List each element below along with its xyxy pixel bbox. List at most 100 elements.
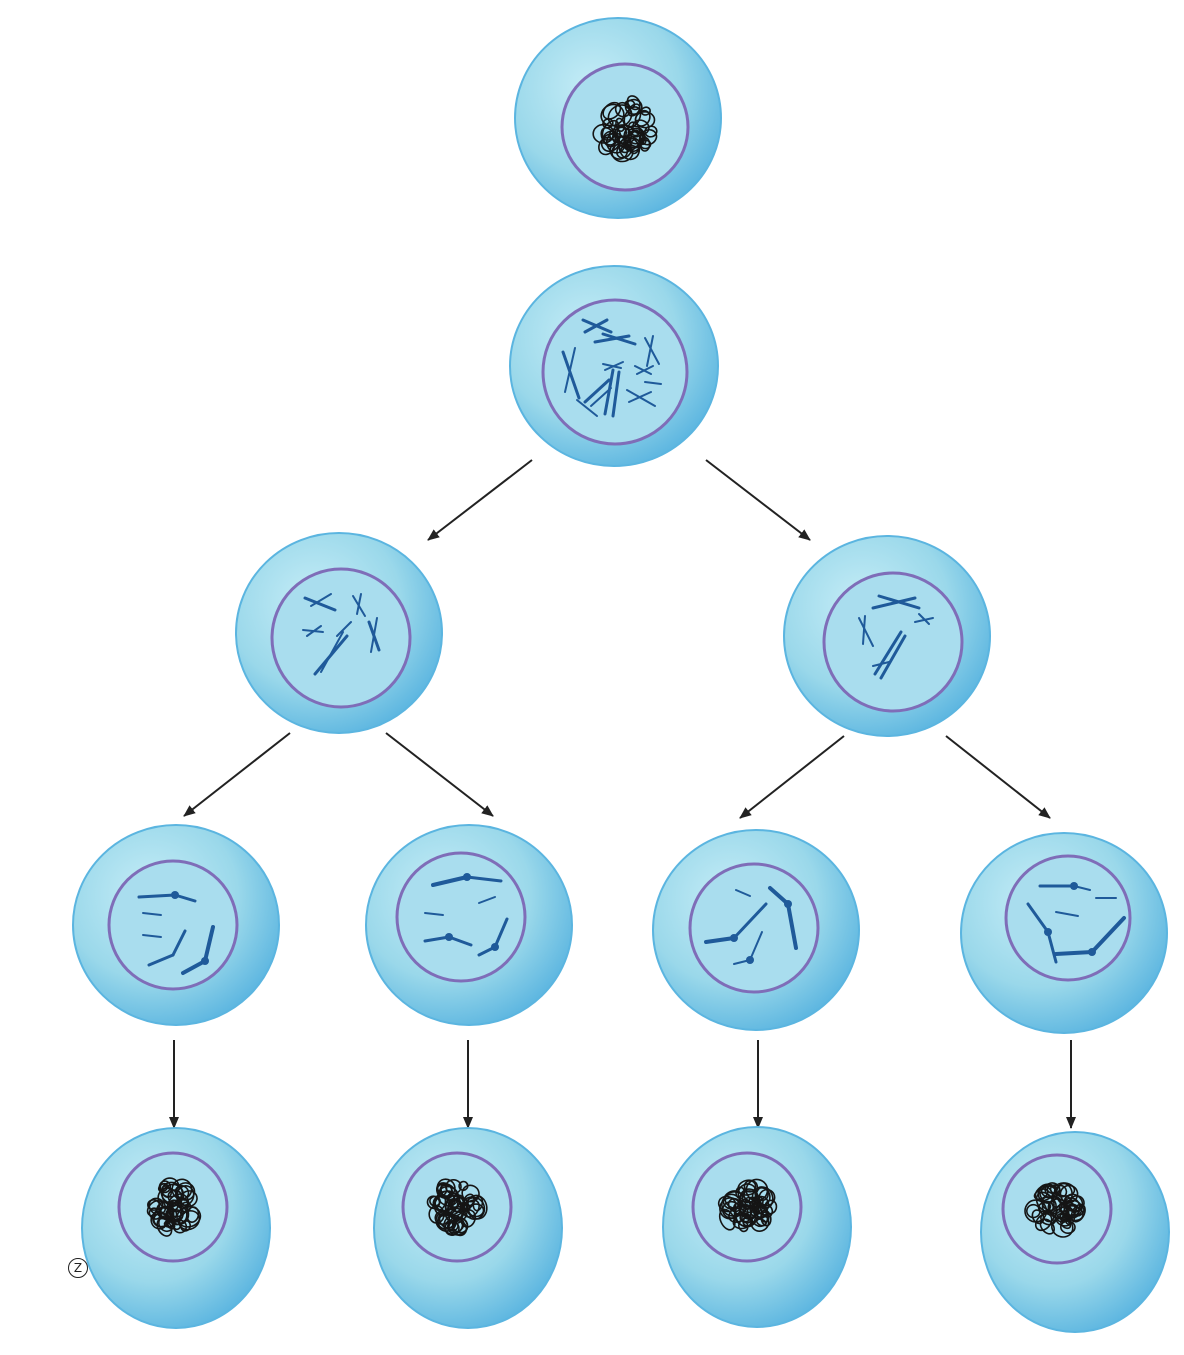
chromatin-loop xyxy=(628,138,641,155)
chromatin-loop xyxy=(754,1203,768,1218)
chromatin-loop xyxy=(624,98,643,116)
centromere xyxy=(1044,928,1052,936)
chromatin-loop xyxy=(760,1209,772,1227)
chromosome xyxy=(593,334,631,344)
chromatin-loop xyxy=(1037,1201,1052,1213)
chromatin-loop xyxy=(165,1219,176,1230)
chromosome xyxy=(603,368,615,416)
chromosome xyxy=(576,399,598,417)
cell-granddaughter-3 xyxy=(652,829,860,1031)
chromatin-loop xyxy=(429,1195,441,1207)
chromatin-loop xyxy=(1059,1199,1083,1219)
chromosome xyxy=(564,347,576,393)
chromosome-group xyxy=(137,891,215,975)
chromosome xyxy=(749,931,763,961)
corner-logo-mark: Z xyxy=(68,1258,88,1278)
chromosome xyxy=(1026,902,1050,934)
cell-final-2 xyxy=(373,1127,563,1329)
cell-granddaughter-4 xyxy=(960,832,1168,1034)
chromosome xyxy=(478,896,496,904)
chromosome xyxy=(320,631,344,673)
division-arrow xyxy=(385,732,494,817)
chromosome xyxy=(862,615,866,645)
chromosome xyxy=(644,381,662,385)
chromatin-loop xyxy=(737,1220,749,1233)
division-arrow xyxy=(945,735,1051,819)
chromosome xyxy=(423,935,451,943)
chromatin-loop xyxy=(600,126,617,148)
chromosome xyxy=(356,593,362,615)
chromatin-loop xyxy=(755,1186,774,1209)
chromatin-loop xyxy=(175,1185,195,1206)
division-arrow xyxy=(183,732,291,817)
chromatin-loop xyxy=(451,1220,468,1237)
chromosome xyxy=(171,929,187,957)
chromosome xyxy=(1055,911,1079,917)
chromatin-loop xyxy=(623,129,642,152)
chromosome xyxy=(604,361,624,371)
chromosome xyxy=(561,350,581,400)
division-arrow xyxy=(705,459,811,541)
chromosome xyxy=(583,318,609,334)
chromatin-loop xyxy=(1063,1196,1073,1207)
cell-parent-interphase xyxy=(514,17,722,219)
chromosome xyxy=(493,917,509,949)
cell-final-1 xyxy=(81,1127,271,1329)
nuclear-envelope xyxy=(688,862,820,994)
chromatin-loop xyxy=(1040,1211,1057,1226)
chromosome xyxy=(735,889,751,897)
centromere xyxy=(201,957,209,965)
chromatin-mass xyxy=(146,1177,202,1237)
chromatin-mass xyxy=(592,95,658,163)
chromosome xyxy=(137,893,177,899)
chromatin-loop xyxy=(148,1197,167,1216)
chromosome xyxy=(626,389,656,407)
chromatin-loop xyxy=(161,1185,173,1198)
chromosome-group xyxy=(561,318,662,418)
arrows-layer xyxy=(169,459,1076,1129)
chromosome xyxy=(583,378,611,404)
centromere xyxy=(784,900,792,908)
chromatin-loop xyxy=(463,1196,486,1220)
cell-daughter-2 xyxy=(783,535,991,737)
chromatin-loop xyxy=(1059,1184,1079,1204)
nuclear-envelope xyxy=(107,859,239,991)
chromosome-group xyxy=(858,594,934,680)
chromosome xyxy=(142,912,162,916)
cells-layer xyxy=(72,17,1170,1333)
chromatin-mass xyxy=(1024,1182,1086,1238)
chromosome xyxy=(1046,930,1058,964)
chromosome xyxy=(370,617,378,653)
chromosome xyxy=(858,617,874,647)
chromosome xyxy=(873,630,903,676)
cell-parent-prophase xyxy=(509,265,719,467)
chromatin-loop xyxy=(171,1178,193,1200)
chromosome-group xyxy=(1026,882,1126,964)
chromatin-loop xyxy=(614,101,631,118)
chromosome xyxy=(601,332,637,346)
chromosome xyxy=(732,902,768,940)
chromatin-loop xyxy=(158,1215,175,1233)
chromosome xyxy=(1054,950,1094,956)
chromosome xyxy=(303,596,337,612)
chromosome xyxy=(306,625,322,637)
chromatin-loop xyxy=(147,1199,161,1211)
cell-daughter-1 xyxy=(235,532,443,734)
chromatin-loop xyxy=(186,1206,200,1223)
chromosome xyxy=(646,335,654,367)
chromosome xyxy=(310,593,332,607)
chromatin-loop xyxy=(1041,1196,1057,1212)
chromatin-loop xyxy=(601,119,620,141)
chromosome xyxy=(704,936,736,944)
chromatin-loop xyxy=(1064,1215,1072,1225)
chromatin-loop xyxy=(467,1203,485,1218)
nuclear-envelope xyxy=(1004,854,1132,982)
chromatin-loop xyxy=(740,1198,752,1211)
chromosome xyxy=(147,953,175,967)
cell-final-4 xyxy=(980,1131,1170,1333)
chromatin-mass xyxy=(717,1178,778,1233)
chromosome xyxy=(877,594,921,610)
chromatin-loop xyxy=(436,1178,456,1197)
chromosome-group xyxy=(704,886,798,965)
